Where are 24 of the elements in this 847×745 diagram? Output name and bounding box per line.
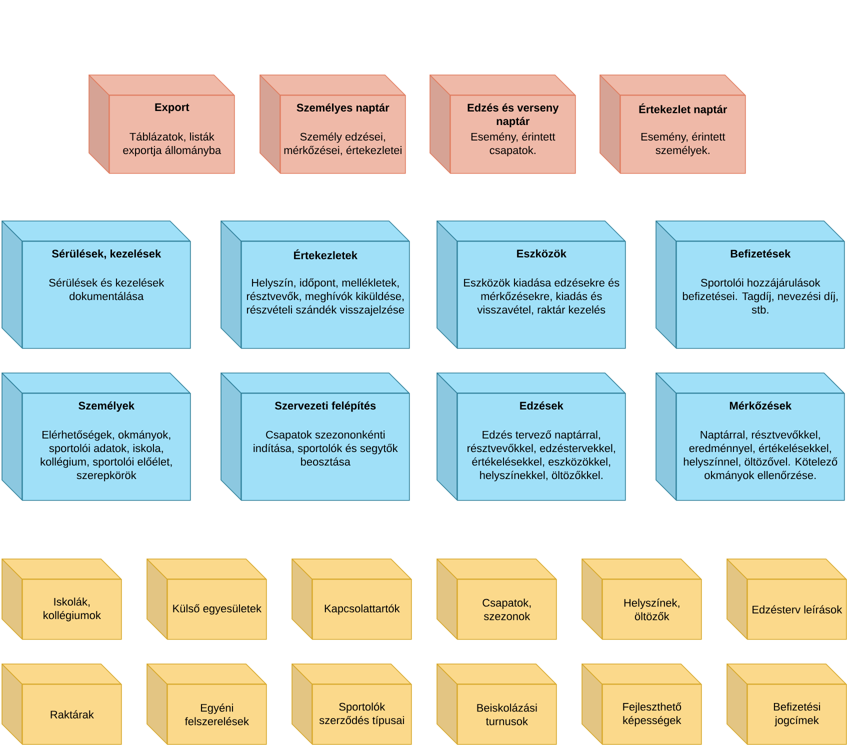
cube-box: Edzés és verseny naptár Esemény, érintett csapatok.	[430, 74, 576, 174]
cube-box: Értekezlet naptár Esemény, érintett személyek.	[600, 74, 746, 174]
cube-box: Befizetési jogcímek	[726, 664, 847, 745]
cube-box: Befizetések Sportolói hozzájárulások befizetései. Tagdíj, nevezési díj, stb.	[656, 220, 845, 349]
cube-box: Eszközök Eszközök kiadása edzésekre és mérkőzésekre, kiadás és visszavétel, raktár kezelés	[436, 220, 626, 349]
cube-box: Személyes naptár Személy edzései, mérkőzései, értekezletei	[260, 74, 406, 174]
cube-box: Edzések Edzés tervező naptárral, résztvevőkkel, edzéstervekkel, értékelésekkel, eszközökkel, helyszínekkel, öltözőkkel.	[436, 372, 626, 501]
cube-box: Helyszínek, öltözők	[582, 558, 702, 640]
cube-box: Edzésterv leírások	[726, 558, 847, 640]
cube-box: Sérülések, kezelések Sérülések és kezelések dokumentálása	[2, 220, 191, 349]
cube-box: Mérkőzések Naptárral, résztvevőkkel, eredménnyel, értékelésekkel, helyszínnel, öltözővel. Kötelező okmányok ellenőrzése.	[656, 372, 845, 501]
cube-box: Értekezletek Helyszín, időpont, mellékletek, résztvevők, meghívók kiküldése, részvételi szándék visszajelzése	[220, 220, 410, 349]
cube-box: Csapatok, szezonok	[436, 558, 557, 640]
cube-box: Export Táblázatok, listák exportja állományba	[88, 74, 235, 174]
cube-box: Egyéni felszerelések	[146, 664, 267, 745]
cube-box: Fejleszthető képességek	[582, 664, 702, 745]
cube-box: Raktárak	[2, 664, 122, 745]
cube-box: Külső egyesületek	[146, 558, 267, 640]
cube-box: Iskolák, kollégiumok	[2, 558, 122, 640]
cube-box: Sportolók szerződés típusai	[292, 664, 412, 745]
cube-box: Személyek Elérhetőségek, okmányok, sportolói adatok, iskola, kollégium, sportolói előélet, szerepkörök	[2, 372, 191, 501]
cube-box: Kapcsolattartók	[292, 558, 412, 640]
cube-box: Szervezeti felépítés Csapatok szezononkénti indítása, sportolók és segytők beosztása	[220, 372, 410, 501]
cube-box: Beiskolázási turnusok	[436, 664, 557, 745]
